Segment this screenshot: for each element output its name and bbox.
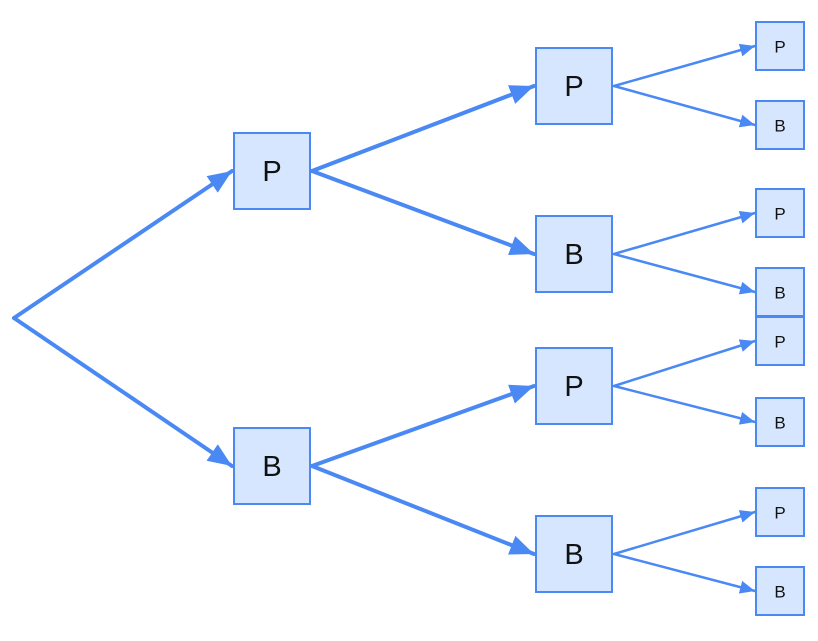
node-label: B <box>774 583 785 602</box>
edge-1-1-to-1 <box>612 43 757 88</box>
node-level1-2: B <box>233 427 311 505</box>
node-box <box>535 215 613 293</box>
node-box <box>535 347 613 425</box>
node-level3-1-2-1: P <box>755 188 805 238</box>
node-box <box>755 566 805 616</box>
edge-1-2-to-2 <box>612 252 757 295</box>
node-box <box>233 132 311 210</box>
node-box <box>233 427 311 505</box>
node-level3-2-2-1: P <box>755 487 805 537</box>
node-level3-2-1-2: B <box>755 397 805 447</box>
node-level3-1-1-1: P <box>755 21 805 71</box>
edge-2-to-2-2 <box>310 464 536 556</box>
edge-1-2-to-1 <box>612 210 757 256</box>
edge-root-to-1 <box>12 169 234 320</box>
edge-root-to-2 <box>12 316 234 468</box>
edge-2-to-2-1 <box>310 384 536 468</box>
edges-layer <box>12 43 757 594</box>
node-label: P <box>774 205 785 224</box>
node-box <box>755 487 805 537</box>
node-label: P <box>774 333 785 352</box>
node-label: P <box>774 38 785 57</box>
node-box <box>755 316 805 366</box>
node-level2-2-2: B <box>535 515 613 593</box>
node-label: B <box>564 539 583 571</box>
node-box <box>755 188 805 238</box>
node-label: P <box>262 156 281 188</box>
edge-2-1-to-1 <box>612 339 757 388</box>
node-label: P <box>774 504 785 523</box>
edge-1-1-to-2 <box>612 84 757 128</box>
node-box <box>755 397 805 447</box>
node-label: B <box>774 414 785 433</box>
node-box <box>535 47 613 125</box>
node-level3-2-2-2: B <box>755 566 805 616</box>
node-level2-2-1: P <box>535 347 613 425</box>
node-label: P <box>564 71 583 103</box>
node-label: B <box>262 451 281 483</box>
node-label: B <box>774 284 785 303</box>
node-label: B <box>774 117 785 136</box>
node-box <box>755 100 805 150</box>
nodes-layer: P P P B B P B B P P B B P B <box>233 21 805 616</box>
node-level3-1-2-2: B <box>755 267 805 317</box>
node-label: P <box>564 371 583 403</box>
edge-2-1-to-2 <box>612 384 757 425</box>
node-level3-2-1-1: P <box>755 316 805 366</box>
edge-2-2-to-2 <box>612 552 757 594</box>
node-box <box>755 21 805 71</box>
node-box <box>535 515 613 593</box>
node-level1-1: P <box>233 132 311 210</box>
edge-2-2-to-1 <box>612 510 757 556</box>
node-label: B <box>564 239 583 271</box>
node-level2-1-2: B <box>535 215 613 293</box>
edge-1-to-1-2 <box>310 169 536 256</box>
edge-1-to-1-1 <box>310 84 536 173</box>
node-level3-1-1-2: B <box>755 100 805 150</box>
node-level2-1-1: P <box>535 47 613 125</box>
